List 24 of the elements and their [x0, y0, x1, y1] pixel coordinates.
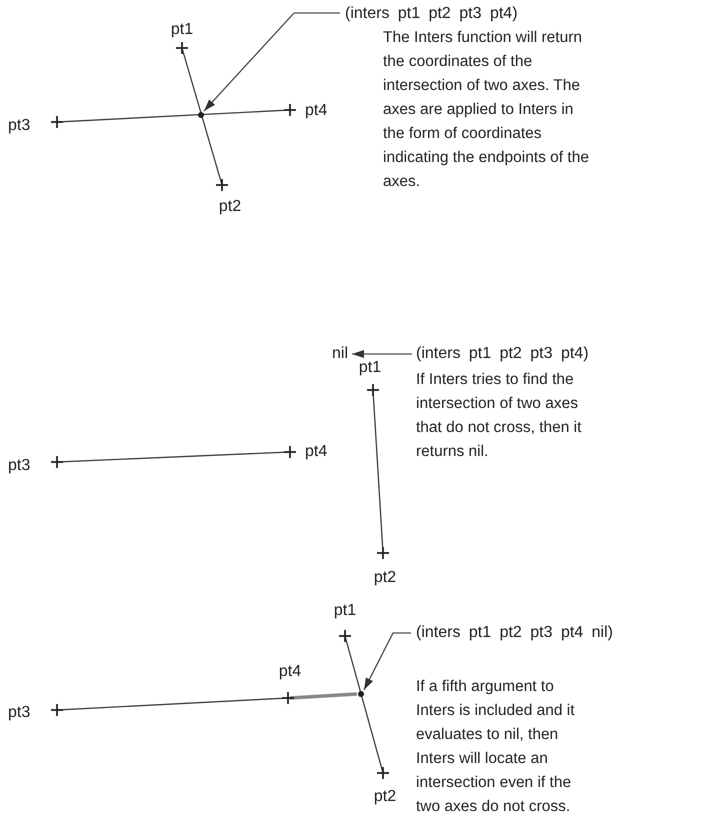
intersection-point [198, 112, 204, 118]
point-label: pt3 [8, 703, 30, 723]
point-label: pt4 [305, 101, 328, 121]
point-label: pt1 [170, 20, 194, 40]
description-text: If a fifth argument to Inters is included and it evaluates to nil, then Inters will locate an intersection even if the two axes do not cross. [416, 677, 576, 817]
point-label: pt4 [278, 662, 302, 682]
point-label: pt3 [8, 116, 30, 136]
point-label: pt1 [358, 358, 382, 378]
return-value: nil [332, 344, 348, 364]
point-label: pt3 [8, 456, 30, 476]
function-call: (inters pt1 pt2 pt3 pt4) [345, 4, 518, 24]
description-text: The Inters function will return the coordinates of the intersection of two axes. The axes are applied to Inters in the form of coordinates indicating the endpoints of the axes. [383, 28, 590, 192]
description-text: If Inters tries to find the intersection of two axes that do not cross, then it returns nil. [416, 370, 582, 462]
function-call: (inters pt1 pt2 pt3 pt4 nil) [416, 623, 613, 643]
point-label: pt2 [218, 197, 242, 217]
intersection-point [358, 691, 364, 697]
point-label: pt2 [374, 787, 396, 807]
point-label: pt2 [374, 568, 396, 588]
leader-arrow [364, 632, 411, 690]
leader-arrow [352, 350, 412, 358]
point-label: pt4 [305, 442, 328, 462]
point-label: pt1 [334, 601, 356, 621]
leader-arrow [204, 12, 340, 112]
function-call: (inters pt1 pt2 pt3 pt4) [416, 344, 589, 364]
